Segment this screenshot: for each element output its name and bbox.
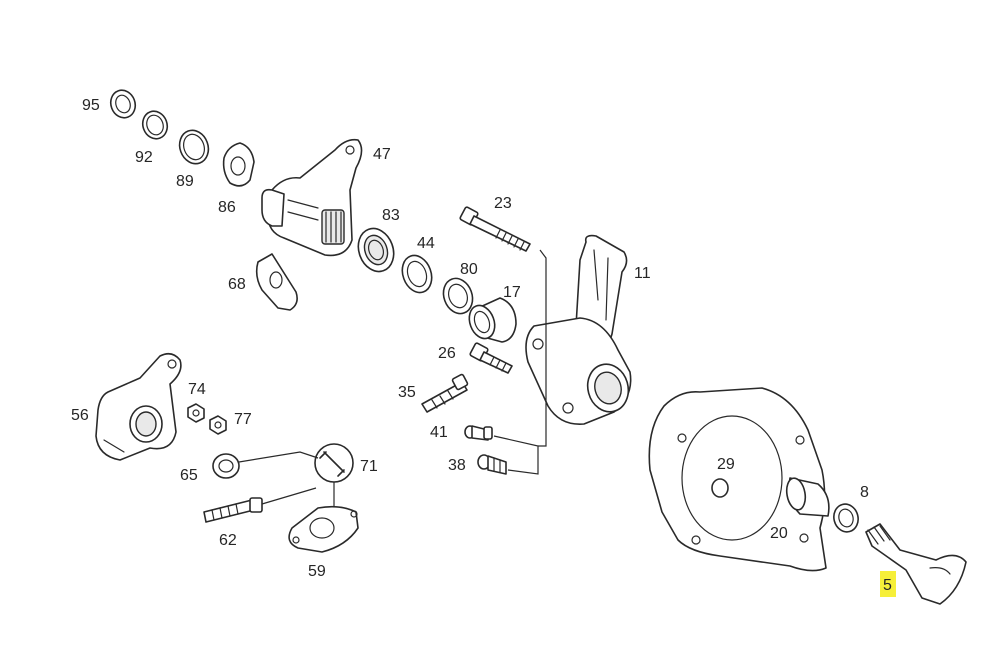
label-29: 29 <box>717 456 735 473</box>
label-65: 65 <box>180 467 198 484</box>
part-95-snap-ring[interactable] <box>107 87 139 122</box>
label-23: 23 <box>494 195 512 212</box>
part-20-bushing[interactable] <box>784 477 830 517</box>
label-44: 44 <box>417 235 435 252</box>
label-26: 26 <box>438 345 456 362</box>
label-20: 20 <box>770 525 788 542</box>
part-56-slack-adjuster[interactable] <box>95 352 182 461</box>
part-86-cover-plate[interactable] <box>222 142 255 187</box>
part-44-ring[interactable] <box>397 251 436 296</box>
label-71: 71 <box>360 458 378 475</box>
part-29-backing-plate[interactable] <box>648 387 827 572</box>
part-23-bolt[interactable] <box>459 206 531 252</box>
part-8-seal[interactable] <box>831 501 861 534</box>
label-62: 62 <box>219 532 237 549</box>
part-11-bracket-housing[interactable] <box>525 234 634 425</box>
label-89: 89 <box>176 173 194 190</box>
label-11: 11 <box>634 265 651 282</box>
part-35-stud[interactable] <box>421 373 469 413</box>
label-35: 35 <box>398 384 416 401</box>
label-74: 74 <box>188 381 206 398</box>
part-71-wrench-symbol <box>314 443 354 483</box>
label-80: 80 <box>460 261 478 278</box>
part-89-ring[interactable] <box>175 126 213 168</box>
label-5[interactable]: 5 <box>883 577 892 594</box>
label-59: 59 <box>308 563 326 580</box>
part-74-nut[interactable] <box>187 403 205 423</box>
label-86: 86 <box>218 199 236 216</box>
part-83-seal[interactable] <box>353 224 400 277</box>
label-92: 92 <box>135 149 153 166</box>
label-56: 56 <box>71 407 89 424</box>
part-26-bolt[interactable] <box>469 342 513 374</box>
part-68-bracket[interactable] <box>255 253 298 311</box>
label-17: 17 <box>503 284 521 301</box>
highlight-label-5 <box>880 571 896 597</box>
label-38: 38 <box>448 457 466 474</box>
label-68: 68 <box>228 276 246 293</box>
part-47-slack-adjuster[interactable] <box>261 138 363 257</box>
part-41-fitting[interactable] <box>464 425 493 441</box>
label-41: 41 <box>430 424 448 441</box>
label-47: 47 <box>373 146 391 163</box>
part-65-nut[interactable] <box>212 453 240 479</box>
part-62-bolt[interactable] <box>203 497 263 523</box>
label-8: 8 <box>860 484 869 501</box>
label-83: 83 <box>382 207 400 224</box>
part-38-fitting[interactable] <box>477 454 507 475</box>
part-80-bushing[interactable] <box>439 274 478 317</box>
label-95: 95 <box>82 97 100 114</box>
part-92-washer[interactable] <box>139 108 171 143</box>
callout-labels: 95 92 89 86 47 83 68 44 80 23 17 11 26 3… <box>71 97 896 597</box>
label-77: 77 <box>234 411 252 428</box>
part-17-bushing[interactable] <box>465 297 517 343</box>
part-59-bracket[interactable] <box>288 505 359 553</box>
part-5-s-cam-shaft[interactable] <box>865 523 967 605</box>
part-77-nut[interactable] <box>209 415 227 435</box>
